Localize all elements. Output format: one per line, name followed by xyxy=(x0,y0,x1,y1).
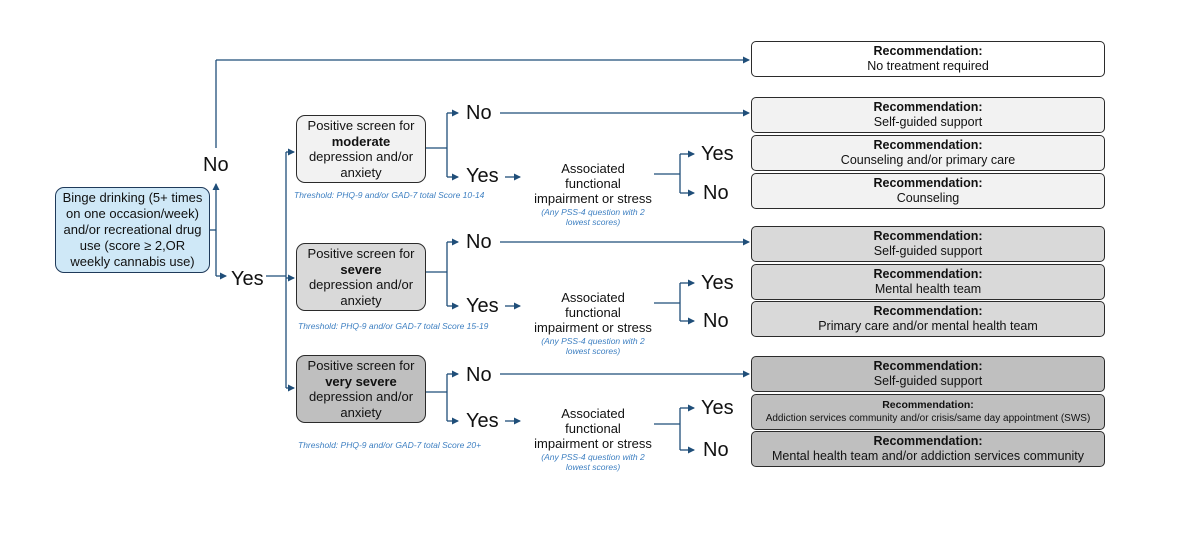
impairment-very-severe-no: No xyxy=(703,439,729,461)
recommendation-severe-primary-mental-health: Recommendation: Primary care and/or ment… xyxy=(751,301,1105,337)
screen-severe-severity: severe xyxy=(340,261,382,277)
recommendation-moderate-counseling-primary: Recommendation: Counseling and/or primar… xyxy=(751,135,1105,171)
recommendation-very-severe-self-guided: Recommendation: Self-guided support xyxy=(751,356,1105,392)
recommendation-title: Recommendation: xyxy=(873,138,983,152)
screen-moderate-prefix: Positive screen for xyxy=(307,118,415,133)
threshold-moderate: Threshold: PHQ-9 and/or GAD-7 total Scor… xyxy=(294,190,485,200)
screen-very-severe-yes: Yes xyxy=(466,410,499,432)
impairment-moderate-no: No xyxy=(703,182,729,204)
recommendation-text: Self-guided support xyxy=(873,374,983,388)
recommendation-text: Mental health team xyxy=(874,282,982,296)
recommendation-text: Mental health team and/or addiction serv… xyxy=(772,449,1084,463)
screen-severe-yes: Yes xyxy=(466,295,499,317)
screen-severe-no: No xyxy=(466,231,492,253)
threshold-very-severe: Threshold: PHQ-9 and/or GAD-7 total Scor… xyxy=(298,440,482,450)
impairment-severe-yes: Yes xyxy=(701,272,734,294)
screen-very-severe: Positive screen for very severe depressi… xyxy=(296,355,426,423)
screen-very-severe-no: No xyxy=(466,364,492,386)
recommendation-very-severe-addiction-crisis: Recommendation: Addiction services commu… xyxy=(751,394,1105,430)
screen-very-severe-prefix: Positive screen for xyxy=(307,358,415,373)
recommendation-very-severe-mental-health-addiction: Recommendation: Mental health team and/o… xyxy=(751,431,1105,467)
impairment-severe-no: No xyxy=(703,310,729,332)
screen-moderate-suffix: depression and/or anxiety xyxy=(308,149,414,180)
recommendation-moderate-counseling: Recommendation: Counseling xyxy=(751,173,1105,209)
associated-impairment-text: Associated functional impairment or stre… xyxy=(534,161,652,206)
screen-moderate-severity: moderate xyxy=(331,133,391,149)
recommendation-severe-self-guided: Recommendation: Self-guided support xyxy=(751,226,1105,262)
screen-very-severe-suffix: depression and/or anxiety xyxy=(308,389,414,420)
branch-no-label: No xyxy=(203,154,229,176)
screen-severe-suffix: depression and/or anxiety xyxy=(308,277,414,308)
recommendation-text: Counseling xyxy=(896,191,960,205)
recommendation-title: Recommendation: xyxy=(873,100,983,114)
associated-impairment-note: (Any PSS-4 question with 2 lowest scores… xyxy=(541,207,645,227)
recommendation-title: Recommendation: xyxy=(873,44,983,58)
recommendation-moderate-self-guided: Recommendation: Self-guided support xyxy=(751,97,1105,133)
recommendation-text: Self-guided support xyxy=(873,115,983,129)
screen-very-severe-severity: very severe xyxy=(325,373,397,389)
recommendation-text: No treatment required xyxy=(867,59,989,73)
associated-impairment-note: (Any PSS-4 question with 2 lowest scores… xyxy=(541,452,645,472)
recommendation-text: Primary care and/or mental health team xyxy=(818,319,1038,333)
associated-impairment-text: Associated functional impairment or stre… xyxy=(534,290,652,335)
recommendation-no-treatment: Recommendation: No treatment required xyxy=(751,41,1105,77)
recommendation-title: Recommendation: xyxy=(873,176,983,190)
associated-impairment-moderate: Associated functional impairment or stre… xyxy=(533,161,653,227)
recommendation-title: Recommendation: xyxy=(873,304,983,318)
screen-moderate: Positive screen for moderate depression … xyxy=(296,115,426,183)
screen-severe: Positive screen for severe depression an… xyxy=(296,243,426,311)
associated-impairment-note: (Any PSS-4 question with 2 lowest scores… xyxy=(541,336,645,356)
recommendation-title: Recommendation: xyxy=(873,434,983,448)
recommendation-text: Addiction services community and/or cris… xyxy=(765,413,1091,424)
associated-impairment-severe: Associated functional impairment or stre… xyxy=(533,290,653,356)
screen-moderate-yes: Yes xyxy=(466,165,499,187)
screen-moderate-no: No xyxy=(466,102,492,124)
recommendation-title: Recommendation: xyxy=(873,229,983,243)
recommendation-severe-mental-health: Recommendation: Mental health team xyxy=(751,264,1105,300)
recommendation-text: Counseling and/or primary care xyxy=(840,153,1016,167)
start-node: Binge drinking (5+ times on one occasion… xyxy=(55,187,210,273)
threshold-severe: Threshold: PHQ-9 and/or GAD-7 total Scor… xyxy=(298,321,489,331)
start-node-text: Binge drinking (5+ times on one occasion… xyxy=(62,190,203,269)
branch-yes-label: Yes xyxy=(231,268,264,290)
recommendation-title: Recommendation: xyxy=(873,359,983,373)
associated-impairment-very-severe: Associated functional impairment or stre… xyxy=(533,406,653,472)
impairment-moderate-yes: Yes xyxy=(701,143,734,165)
screen-severe-prefix: Positive screen for xyxy=(307,246,415,261)
recommendation-title: Recommendation: xyxy=(882,399,974,411)
recommendation-title: Recommendation: xyxy=(873,267,983,281)
recommendation-text: Self-guided support xyxy=(873,244,983,258)
impairment-very-severe-yes: Yes xyxy=(701,397,734,419)
associated-impairment-text: Associated functional impairment or stre… xyxy=(534,406,652,451)
